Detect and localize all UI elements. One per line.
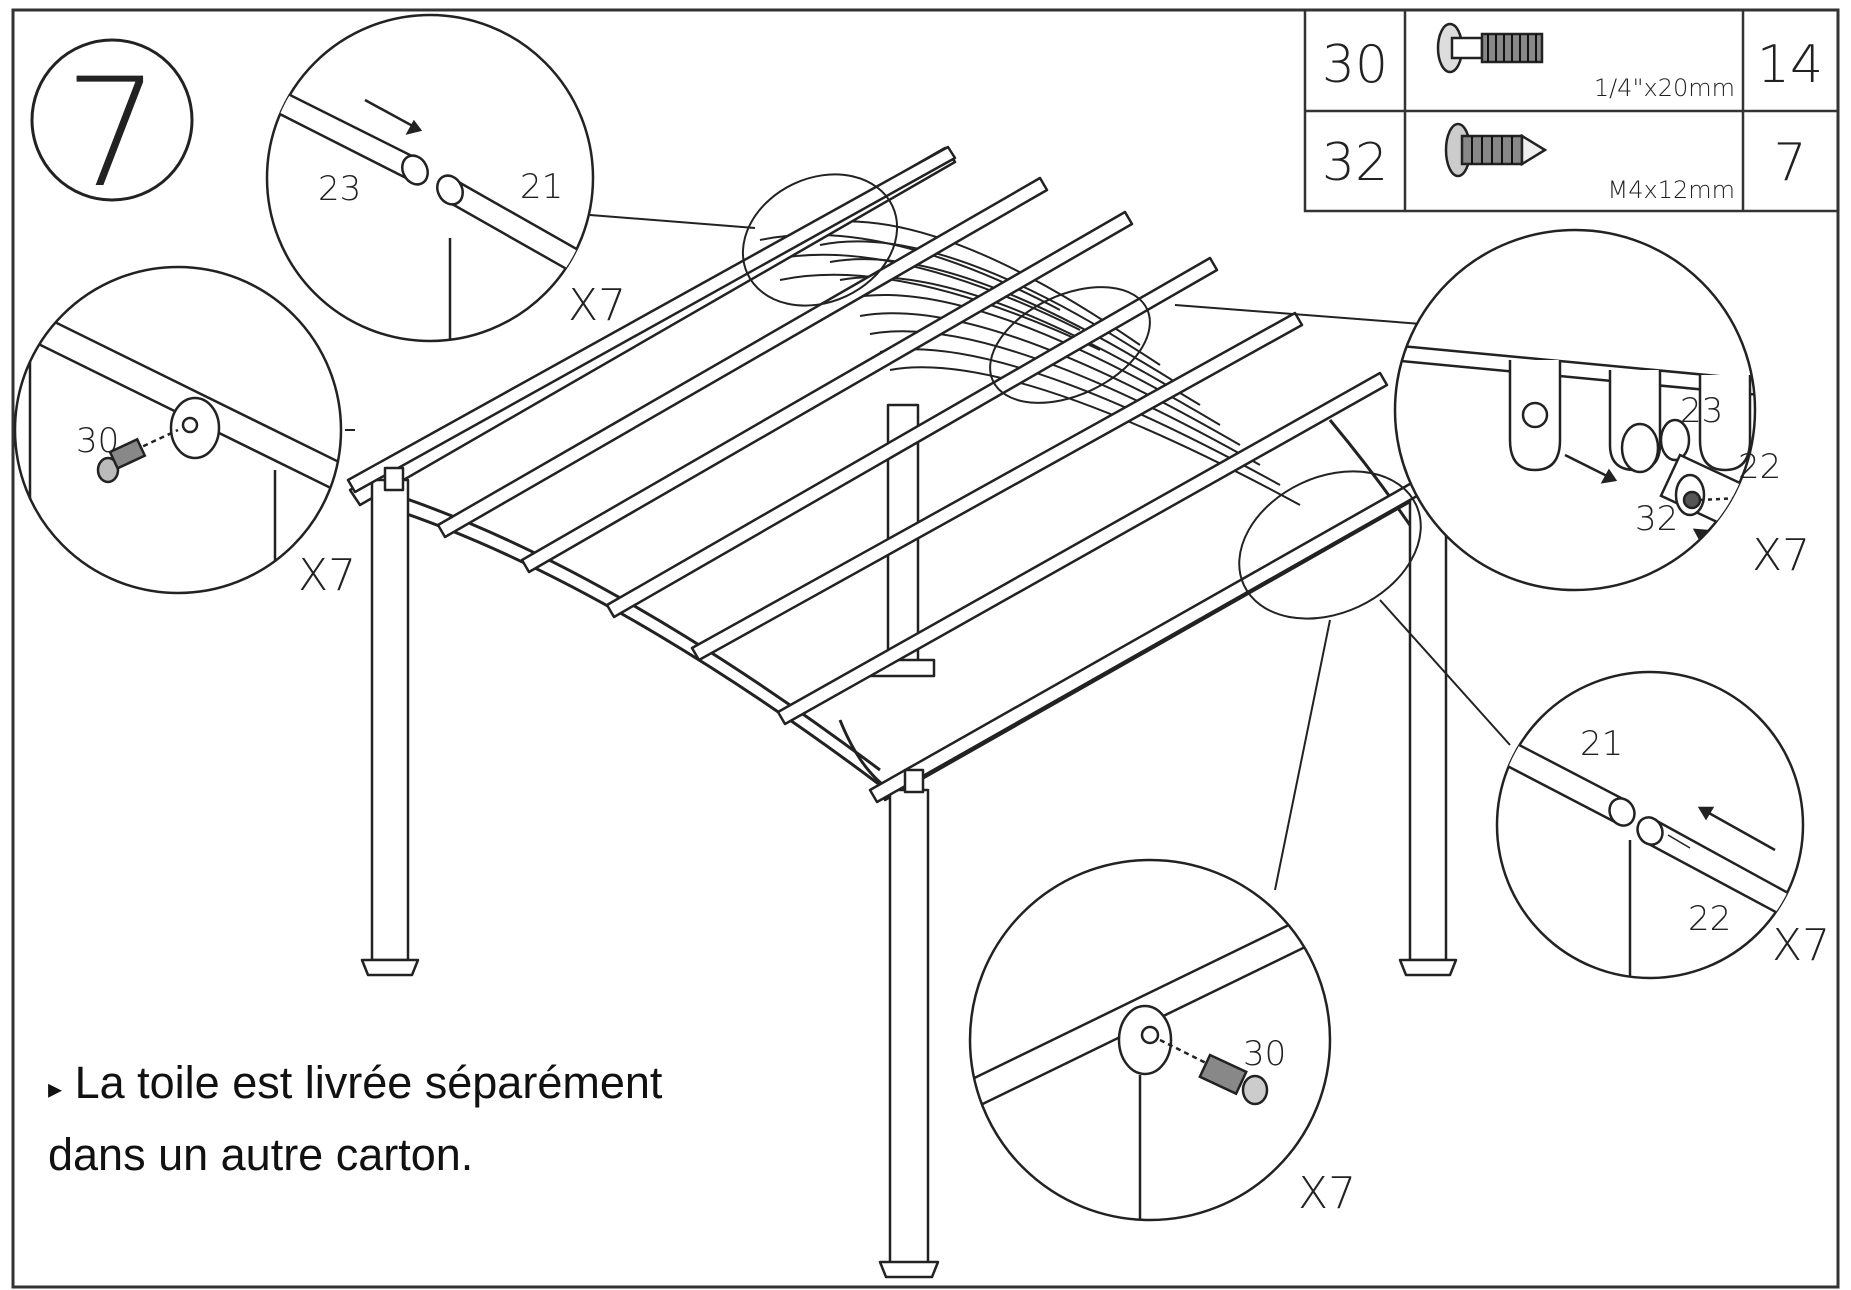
detail-left-multiplier: X7 bbox=[298, 550, 356, 601]
post-front-left bbox=[370, 478, 410, 962]
detail-left: 30 X7 bbox=[13, 265, 356, 601]
detail-lr-multiplier: X7 bbox=[1772, 920, 1830, 971]
detail-right-multiplier: X7 bbox=[1752, 530, 1810, 581]
pergola-frame bbox=[346, 145, 1479, 1279]
self-tapping-screw-icon bbox=[1444, 122, 1548, 178]
detail-bottom: 30 X7 bbox=[968, 858, 1356, 1222]
detail-lr-part-21: 21 bbox=[1580, 724, 1623, 764]
callout-ellipses bbox=[741, 173, 1422, 620]
detail-tl-multiplier: X7 bbox=[568, 280, 626, 331]
detail-right-part-23: 23 bbox=[1680, 391, 1723, 431]
hardware-part-32: 32 bbox=[1322, 133, 1388, 193]
hardware-size-30: 1/4"x20mm bbox=[1594, 74, 1735, 102]
detail-lr-part-22: 22 bbox=[1688, 899, 1731, 939]
step-number: 7 bbox=[64, 47, 159, 221]
detail-tl-part-21: 21 bbox=[520, 167, 563, 207]
step-badge: 7 bbox=[30, 38, 194, 221]
page-frame bbox=[11, 8, 1840, 1289]
note-marker: ▸ bbox=[48, 1073, 63, 1104]
bolt-icon bbox=[1436, 22, 1544, 74]
hardware-part-30: 30 bbox=[1322, 35, 1388, 95]
rafters bbox=[346, 145, 1479, 804]
detail-bottom-multiplier: X7 bbox=[1298, 1168, 1356, 1219]
post-front-right bbox=[1408, 483, 1448, 962]
detail-bottom-part-30: 30 bbox=[1243, 1034, 1286, 1074]
hardware-table bbox=[1303, 8, 1840, 213]
detail-right-part-22: 22 bbox=[1738, 447, 1781, 487]
detail-right-screw-32: 32 bbox=[1635, 499, 1678, 539]
detail-top-left: 23 21 X7 bbox=[265, 13, 626, 343]
note-text: La toile est livrée séparément dans un a… bbox=[48, 1057, 663, 1180]
hardware-qty-14: 14 bbox=[1757, 35, 1823, 95]
hardware-qty-7: 7 bbox=[1773, 133, 1806, 193]
detail-tl-part-23: 23 bbox=[318, 169, 361, 209]
detail-right: 23 22 32 X7 bbox=[1393, 228, 1810, 592]
hardware-size-32: M4x12mm bbox=[1608, 176, 1735, 204]
detail-left-part-30: 30 bbox=[76, 421, 119, 461]
post-front-center bbox=[888, 788, 930, 1267]
delivery-note: ▸ La toile est livrée séparément dans un… bbox=[48, 1050, 688, 1188]
detail-lower-right: 21 22 X7 bbox=[1495, 670, 1830, 980]
